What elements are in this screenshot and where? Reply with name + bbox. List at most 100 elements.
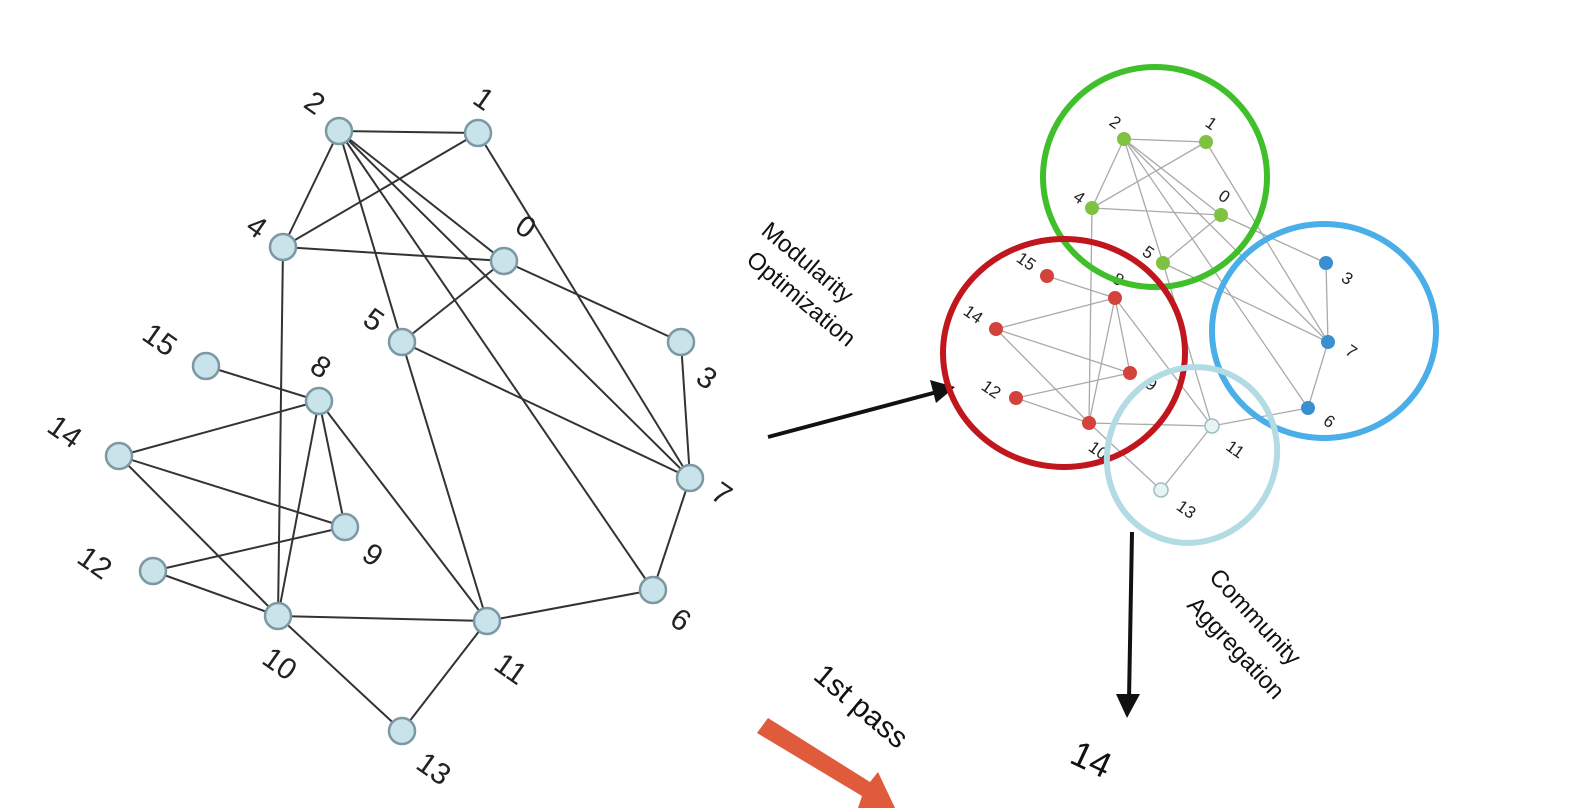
partition-node-7 [1321, 335, 1335, 349]
graph-node-10 [263, 601, 293, 631]
partition-node-3 [1319, 256, 1333, 270]
partition-node-label: 6 [1320, 411, 1339, 432]
graph-edge [338, 130, 505, 262]
community-ring-pale [1103, 364, 1281, 546]
graph-node-15 [191, 351, 221, 381]
partition-edge [1114, 297, 1131, 374]
partition-edge [1123, 138, 1309, 409]
partition-node-15 [1040, 269, 1054, 283]
graph-edge [652, 477, 691, 591]
graph-node-label: 5 [357, 302, 390, 339]
partition-node-10 [1082, 416, 1096, 430]
partition-node-label: 15 [1013, 248, 1039, 274]
graph-node-13 [387, 716, 417, 746]
partition-edge [1091, 138, 1125, 209]
partition-node-0 [1214, 208, 1228, 222]
graph-edge [118, 455, 346, 528]
graph-node-label: 7 [705, 476, 738, 513]
graph-edge [152, 570, 279, 617]
partition-node-8 [1108, 291, 1122, 305]
graph-node-8 [304, 386, 334, 416]
graph-node-label: 9 [356, 537, 389, 574]
graph-edge [318, 400, 346, 528]
graph-edge [277, 615, 488, 622]
graph-node-label: 14 [41, 409, 87, 455]
partition-node-4 [1085, 201, 1099, 215]
graph-edge [401, 341, 488, 622]
partition-node-13 [1153, 482, 1169, 498]
partition-node-label: 2 [1106, 112, 1125, 133]
community-ring-red [940, 236, 1188, 470]
graph-edge [282, 130, 340, 248]
graph-edge [118, 400, 320, 457]
graph-node-2 [324, 116, 354, 146]
graph-node-4 [268, 232, 298, 262]
graph-edge [205, 365, 320, 402]
original-graph-edges [118, 130, 691, 732]
partition-edge [1015, 397, 1090, 424]
partition-node-label: 11 [1222, 437, 1247, 463]
bottom-node-label: 14 [1065, 732, 1119, 786]
graph-edge [338, 130, 479, 134]
community-ring-blue [1209, 221, 1439, 441]
partition-node-label: 13 [1173, 496, 1199, 522]
graph-edge [338, 130, 691, 479]
graph-node-3 [666, 327, 696, 357]
partition-edge [1114, 297, 1213, 427]
aggregation-arrow [1116, 531, 1140, 718]
partition-edge [1088, 422, 1162, 491]
partition-edge [1015, 372, 1131, 399]
partition-edge [1307, 341, 1329, 409]
partition-node-5 [1156, 256, 1170, 270]
partition-edge [1160, 425, 1213, 491]
partition-node-9 [1123, 366, 1137, 380]
partition-edge [1220, 214, 1327, 264]
partition-edge [1123, 138, 1164, 264]
partition-node-6 [1301, 401, 1315, 415]
graph-node-14 [104, 441, 134, 471]
partition-edge [1162, 214, 1222, 264]
graph-node-label: 13 [410, 746, 456, 792]
graph-edge [401, 620, 488, 732]
graph-edge [477, 132, 691, 479]
graph-node-label: 6 [664, 602, 697, 639]
graph-edge [680, 341, 691, 479]
graph-edge [152, 526, 346, 572]
partition-node-1 [1199, 135, 1213, 149]
community-ring-green [1040, 64, 1270, 290]
graph-edge [401, 341, 691, 479]
graph-node-label: 3 [690, 360, 723, 397]
graph-node-label: 4 [240, 209, 273, 246]
graph-node-label: 11 [488, 647, 532, 692]
graph-edge [401, 260, 505, 343]
graph-node-11 [472, 606, 502, 636]
partition-node-label: 14 [960, 301, 986, 327]
graph-node-0 [489, 246, 519, 276]
partition-edge [995, 297, 1116, 330]
partition-node-label: 3 [1338, 268, 1357, 289]
graph-edge [282, 132, 479, 248]
graph-edge [503, 260, 682, 343]
graph-node-label: 1 [467, 81, 500, 118]
partition-node-11 [1204, 418, 1220, 434]
graph-node-7 [675, 463, 705, 493]
partition-edge [995, 328, 1090, 424]
graph-node-label: 8 [304, 349, 337, 386]
modularity-arrow [767, 380, 955, 439]
partition-node-12 [1009, 391, 1023, 405]
graph-edge [486, 589, 654, 622]
graph-node-12 [138, 556, 168, 586]
graph-edge [277, 615, 403, 732]
partition-edge [1091, 141, 1207, 209]
partition-node-label: 0 [1215, 186, 1234, 207]
graph-edge [318, 400, 488, 622]
graph-node-9 [330, 512, 360, 542]
graph-edge [338, 130, 654, 591]
graph-node-label: 10 [256, 641, 302, 687]
partition-edge [1046, 275, 1116, 299]
partition-edge [1162, 262, 1329, 343]
pass-label: 1st pass [808, 658, 915, 755]
